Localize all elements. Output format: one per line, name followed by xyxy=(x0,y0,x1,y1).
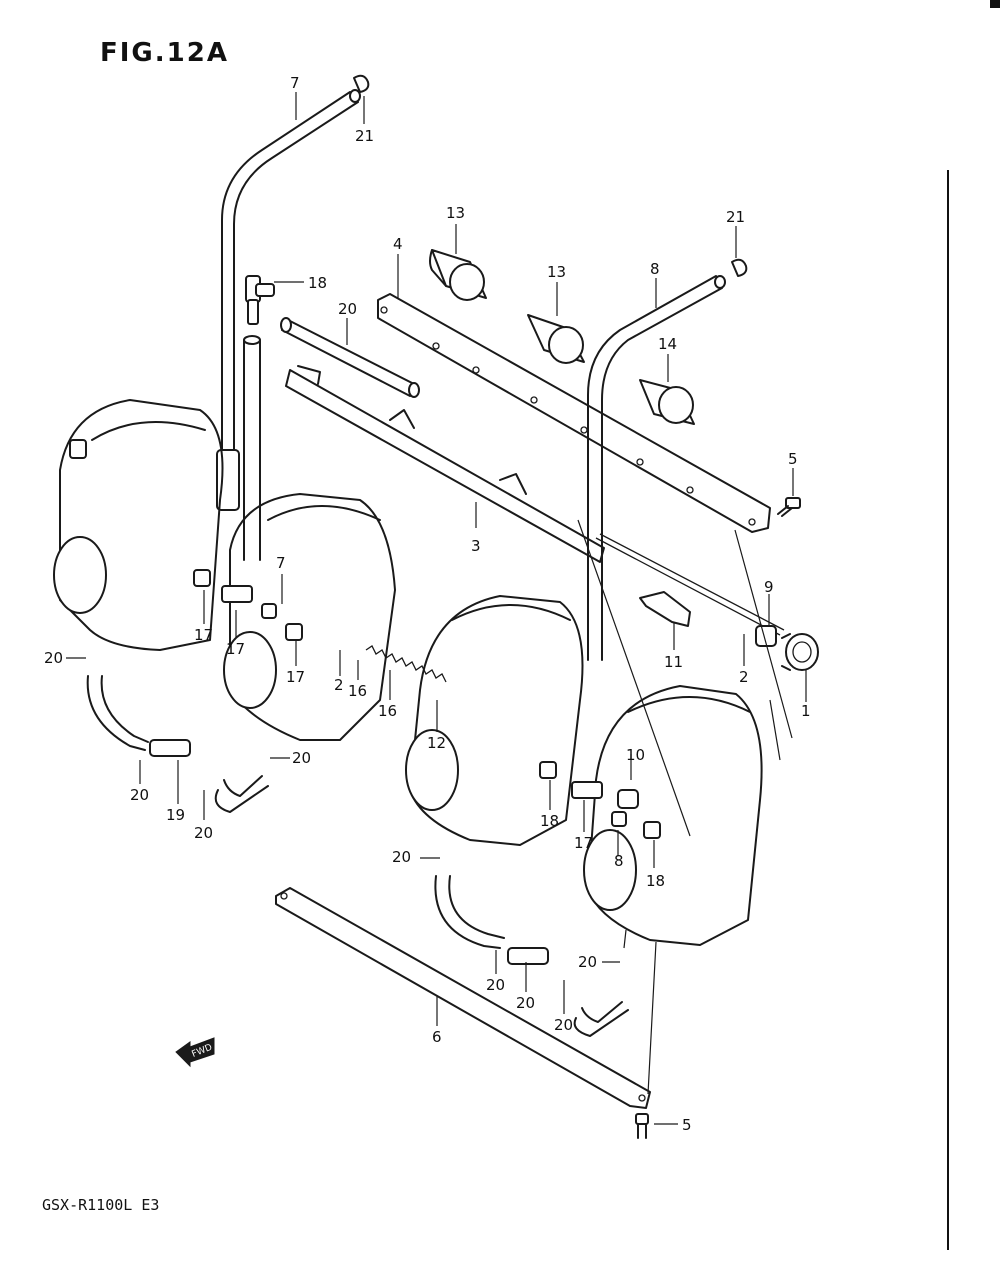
callout-5-bottom: 5 xyxy=(682,1116,692,1134)
bolt-5-top xyxy=(777,497,801,517)
sleeve-13-right xyxy=(639,379,695,425)
callout-13-top: 13 xyxy=(446,204,465,222)
callout-7-lower: 8 xyxy=(614,852,624,870)
throttle-cable xyxy=(595,533,785,636)
callout-20-d: 20 xyxy=(292,749,311,767)
callout-16-right: 17 xyxy=(574,834,593,852)
callout-18-left: 19 xyxy=(166,806,185,824)
callout-3: 3 xyxy=(471,537,481,555)
callout-13-right: 14 xyxy=(658,335,677,353)
callout-20-a: 20 xyxy=(44,649,63,667)
callout-17-a: 17 xyxy=(194,626,213,644)
callout-20-f: 20 xyxy=(486,976,505,994)
sleeve-12 xyxy=(527,314,585,364)
callout-17-d: 18 xyxy=(646,872,665,890)
callout-20-e: 20 xyxy=(392,848,411,866)
carburetor-2 xyxy=(223,493,396,741)
callout-17-b: 17 xyxy=(286,668,305,686)
callout-20-b: 20 xyxy=(130,786,149,804)
callout-21-right: 21 xyxy=(726,208,745,226)
callout-9-bottom: 10 xyxy=(626,746,645,764)
callout-4: 4 xyxy=(393,235,403,253)
fittings-left xyxy=(193,569,303,641)
callout-18-right: 20 xyxy=(516,994,535,1012)
vent-hose-right xyxy=(587,275,726,661)
callout-9-top: 9 xyxy=(764,578,774,596)
clip-21-left xyxy=(353,74,370,93)
callout-6: 6 xyxy=(432,1028,442,1046)
corner-mark xyxy=(990,0,1000,8)
callout-20-c: 20 xyxy=(194,824,213,842)
carburetor-4 xyxy=(583,685,763,946)
hose-assembly-right xyxy=(434,875,629,1037)
carburetor-3 xyxy=(405,595,584,846)
callout-19: 20 xyxy=(338,300,357,318)
tube-19 xyxy=(280,317,420,398)
callout-11: 12 xyxy=(427,734,446,752)
callout-12: 13 xyxy=(547,263,566,281)
bracket-plate-4 xyxy=(377,293,771,533)
washer-9-top xyxy=(755,625,777,647)
callout-8-left: 7 xyxy=(290,74,300,92)
callout-10: 11 xyxy=(664,653,683,671)
spring-14 xyxy=(365,645,447,683)
callout-17-c: 18 xyxy=(540,812,559,830)
callout-2-right: 2 xyxy=(739,668,749,686)
callout-15: 16 xyxy=(348,682,367,700)
callout-14: 16 xyxy=(378,702,397,720)
sleeve-13-top xyxy=(429,249,487,301)
callout-20-h: 20 xyxy=(578,953,597,971)
leader-lines xyxy=(66,92,807,1125)
callout-21-left: 21 xyxy=(355,127,374,145)
clip-21-right xyxy=(731,258,748,277)
callout-5-top: 5 xyxy=(788,450,798,468)
bolt-5-bottom xyxy=(635,1113,649,1139)
lower-bracket-6 xyxy=(275,887,651,1109)
callout-18-top: 18 xyxy=(308,274,327,292)
callout-1: 1 xyxy=(801,702,811,720)
figure-title: FIG.12A xyxy=(100,38,229,68)
callout-2-left: 2 xyxy=(334,676,344,694)
tee-fitting-18-top xyxy=(245,275,275,325)
callout-8-right: 8 xyxy=(650,260,660,278)
fwd-arrow-icon: FWD xyxy=(175,1037,215,1068)
linkage-bar-3 xyxy=(285,365,605,563)
cable-holder-10 xyxy=(639,591,691,627)
callout-7-upper: 7 xyxy=(276,554,286,572)
hose-assembly-left xyxy=(86,675,269,813)
callout-20-g: 20 xyxy=(554,1016,573,1034)
vent-hose-left xyxy=(221,89,361,456)
callout-16-left: 17 xyxy=(226,640,245,658)
fittings-right xyxy=(539,761,661,839)
carburetor-1 xyxy=(53,399,224,651)
model-footer: GSX-R1100L E3 xyxy=(42,1196,160,1214)
cap-1 xyxy=(781,633,819,671)
callout-labels: 7 21 18 20 13 4 13 8 21 14 5 3 9 11 2 1 … xyxy=(44,74,811,1134)
